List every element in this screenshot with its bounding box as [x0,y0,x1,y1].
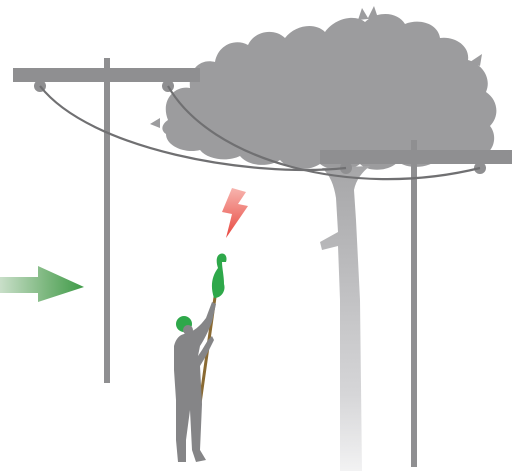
arrow-right-icon [0,266,84,302]
tree-trunk [320,166,370,471]
tree-canopy [150,6,496,170]
utility-worker-icon [174,302,216,462]
lightning-bolt-icon [222,188,248,238]
